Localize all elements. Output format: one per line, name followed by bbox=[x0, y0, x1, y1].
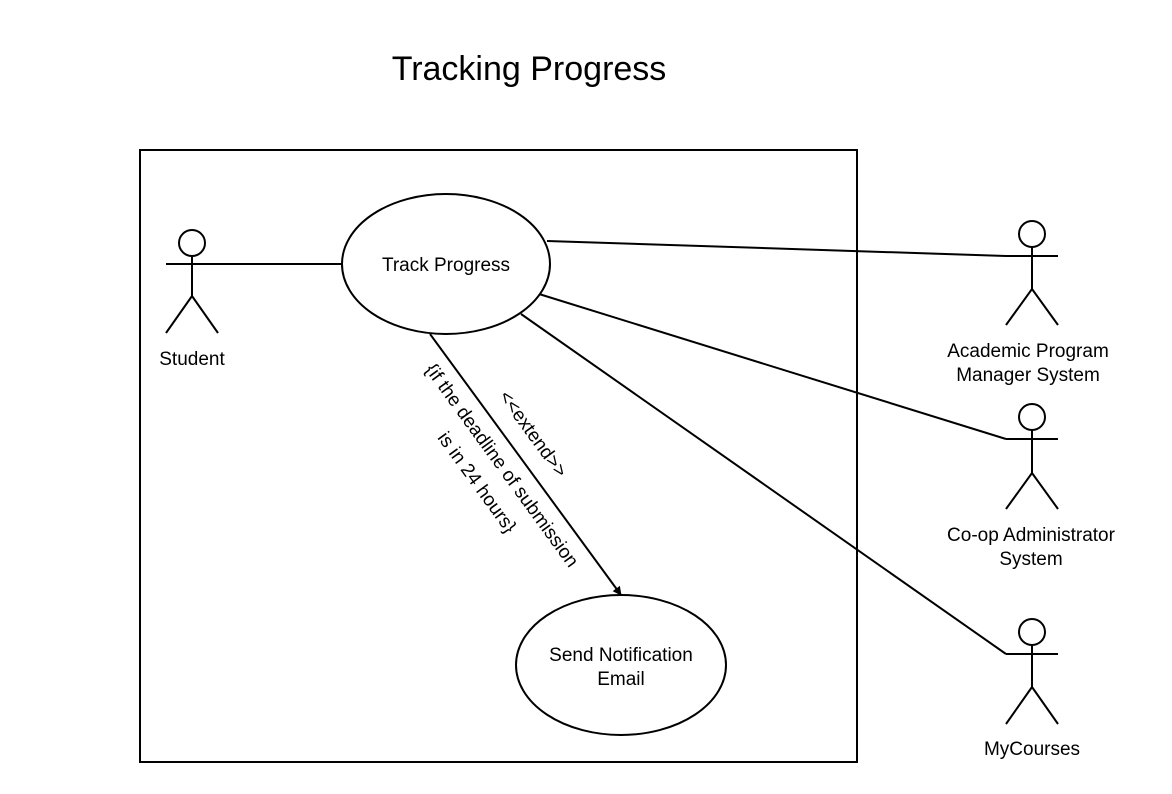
association-track-mycourses bbox=[520, 313, 1007, 655]
actor-student: Student bbox=[159, 229, 225, 370]
use-case-track-progress: Track Progress bbox=[341, 193, 551, 335]
actor-student-label: Student bbox=[159, 349, 225, 370]
actor-academic-program-manager: Academic Program Manager System bbox=[947, 220, 1109, 386]
actor-coop-administrator-label-line2: System bbox=[999, 549, 1062, 570]
stick-figure-icon bbox=[1005, 403, 1059, 510]
association-track-coop bbox=[538, 293, 1007, 440]
use-case-send-notification-label-line2: Email bbox=[597, 669, 645, 690]
extend-arrow bbox=[429, 333, 622, 596]
use-case-track-progress-label: Track Progress bbox=[382, 255, 510, 276]
actor-academic-program-manager-label-line2: Manager System bbox=[956, 365, 1100, 386]
actor-coop-administrator: Co-op Administrator System bbox=[947, 403, 1116, 570]
actor-academic-program-manager-label-line1: Academic Program bbox=[947, 341, 1109, 362]
association-track-apm bbox=[546, 240, 1007, 257]
actor-mycourses-label: MyCourses bbox=[984, 739, 1080, 760]
stick-figure-icon bbox=[165, 229, 219, 334]
use-case-send-notification: Send Notification Email bbox=[515, 594, 727, 736]
system-boundary bbox=[139, 149, 858, 763]
diagram-title: Tracking Progress bbox=[392, 50, 667, 88]
actor-coop-administrator-label-line1: Co-op Administrator bbox=[947, 525, 1116, 546]
actor-mycourses: MyCourses bbox=[984, 618, 1080, 760]
stick-figure-icon bbox=[1005, 618, 1059, 725]
use-case-send-notification-label-line1: Send Notification bbox=[549, 645, 693, 666]
stick-figure-icon bbox=[1005, 220, 1059, 326]
